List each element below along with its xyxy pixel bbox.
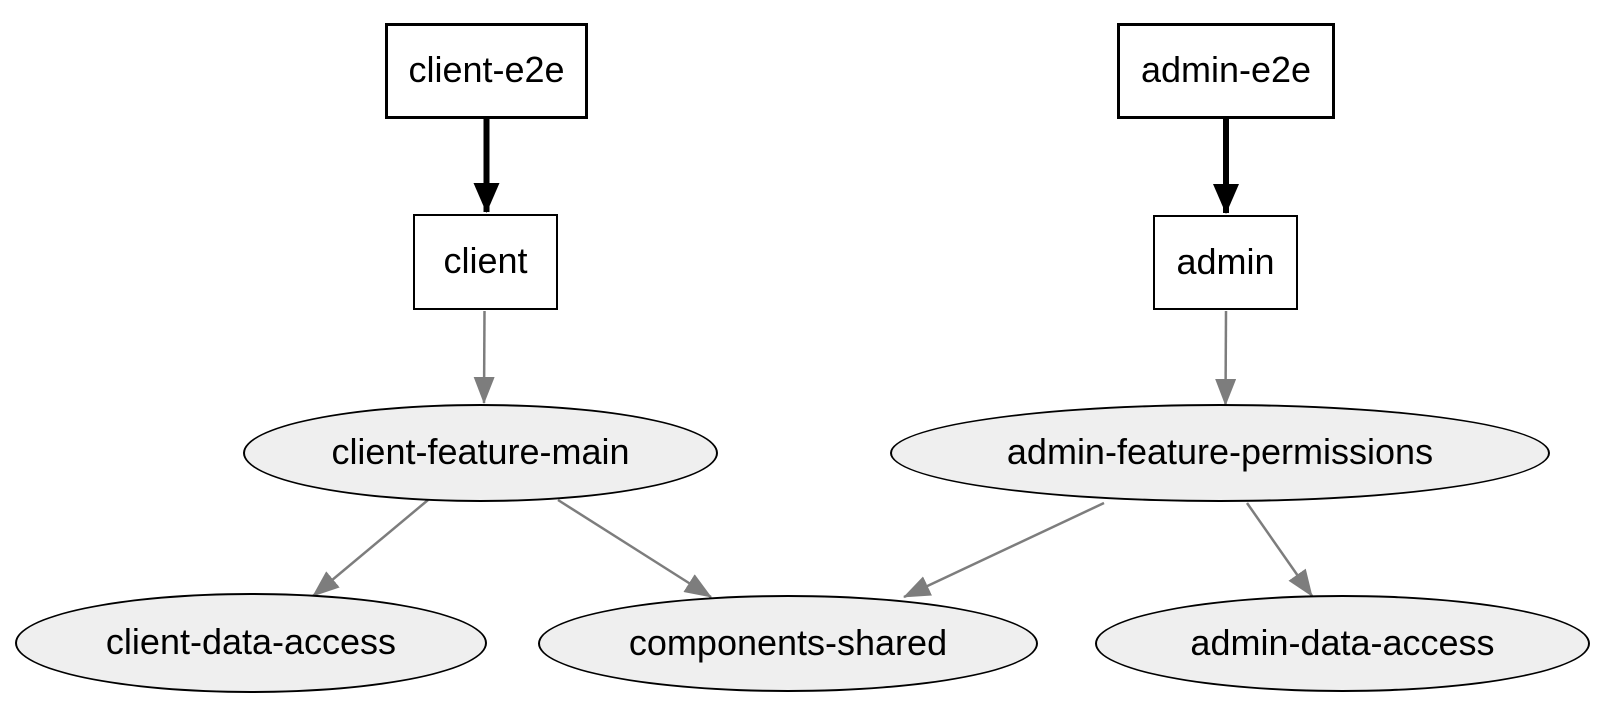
node-label-client-feature-main: client-feature-main <box>331 431 630 472</box>
node-label-admin: admin <box>1176 240 1275 282</box>
graph-node-components-shared[interactable]: components-shared <box>538 595 1038 692</box>
edge-admin-feature-permissions-to-components-shared <box>903 501 1105 599</box>
edge-admin-to-admin-feature-permissions <box>1215 310 1237 406</box>
node-label-client-data-access: client-data-access <box>105 621 397 662</box>
node-label-admin-feature-permissions: admin-feature-permissions <box>1006 431 1434 472</box>
node-label-admin-data-access: admin-data-access <box>1190 621 1495 663</box>
graph-node-admin[interactable]: admin <box>1153 215 1298 310</box>
node-label-client-e2e: client-e2e <box>408 49 565 90</box>
edge-client-to-client-feature-main <box>473 310 495 404</box>
node-label-admin-e2e: admin-e2e <box>1140 49 1312 90</box>
edge-client-feature-main-to-components-shared <box>557 498 712 599</box>
graph-node-client-feature-main[interactable]: client-feature-main <box>243 404 718 502</box>
graph-node-admin-feature-permissions[interactable]: admin-feature-permissions <box>890 404 1550 502</box>
node-label-client: client <box>443 240 528 281</box>
node-label-components-shared: components-shared <box>628 621 948 663</box>
graph-node-admin-data-access[interactable]: admin-data-access <box>1095 595 1590 692</box>
graph-node-admin-e2e[interactable]: admin-e2e <box>1117 23 1335 119</box>
graph-node-client[interactable]: client <box>413 214 558 310</box>
graph-node-client-data-access[interactable]: client-data-access <box>15 593 487 693</box>
edge-admin-feature-permissions-to-admin-data-access <box>1245 502 1314 597</box>
edge-client-feature-main-to-client-data-access <box>312 499 429 597</box>
graph-node-client-e2e[interactable]: client-e2e <box>385 23 588 119</box>
